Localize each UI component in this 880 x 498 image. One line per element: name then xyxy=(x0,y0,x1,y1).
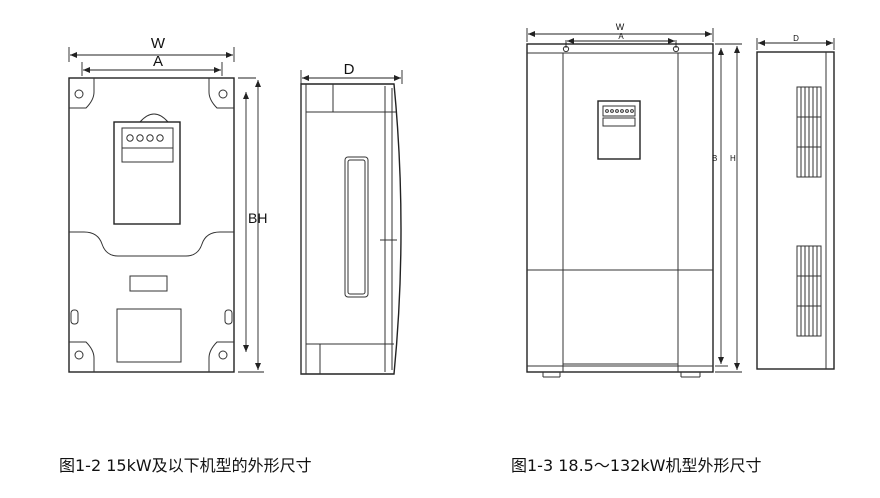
figure-caption-1-3: 图1-3 18.5～132kW机型外形尺寸 xyxy=(511,456,762,475)
width-label: W xyxy=(151,35,166,52)
side-body-outline xyxy=(300,83,402,375)
keypad-buttons xyxy=(121,127,174,149)
fig-1-2-side-view: D xyxy=(300,61,403,375)
mounting-hole-icon xyxy=(672,45,680,53)
terminal-cover xyxy=(116,308,182,363)
mount-width-label: A xyxy=(618,32,624,41)
keypad-housing xyxy=(597,100,641,160)
height-label: H xyxy=(730,154,736,163)
side-body-outline xyxy=(756,51,835,370)
depth-label: D xyxy=(344,61,355,78)
fig-1-3-front-view: W A xyxy=(526,22,742,378)
depth-label: D xyxy=(793,34,799,43)
drive-body-outline xyxy=(526,43,714,373)
fig-1-3-side-view: D xyxy=(756,34,835,370)
height-pair-label: BH xyxy=(248,210,267,226)
mounting-hole-icon xyxy=(74,350,84,360)
keypad-housing xyxy=(113,121,181,225)
fig-1-2-front-view: W A BH xyxy=(68,35,267,373)
mount-width-label: A xyxy=(153,53,163,70)
figure-caption-1-2: 图1-2 15kW及以下机型的外形尺寸 xyxy=(59,456,312,475)
nameplate-window xyxy=(129,275,168,292)
mounting-hole-icon xyxy=(218,350,228,360)
mounting-hole-icon xyxy=(74,89,84,99)
mount-height-label: B xyxy=(712,154,717,163)
keypad-buttons xyxy=(602,105,636,117)
mounting-hole-icon xyxy=(562,45,570,53)
drive-body-outline xyxy=(68,77,235,373)
keypad-display xyxy=(602,117,636,127)
width-label: W xyxy=(616,22,625,32)
keypad-display xyxy=(121,147,174,163)
side-vent-slot xyxy=(344,156,369,298)
mounting-hole-icon xyxy=(218,89,228,99)
